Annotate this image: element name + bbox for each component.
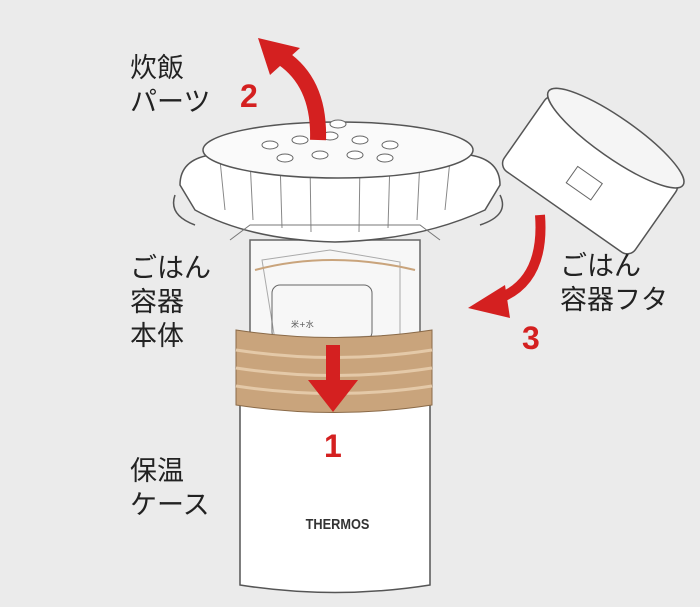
label-container-body: ごはん 容器 本体 — [130, 253, 211, 352]
fill-line-mark: 米+水 — [291, 320, 314, 329]
arrow-step-3 — [468, 214, 546, 318]
arrow-step-2 — [258, 38, 327, 141]
label-insulated-case: 保温 ケース — [130, 456, 210, 521]
label-container-lid: ごはん 容器フタ — [560, 251, 668, 316]
step-3-number: 3 — [522, 320, 540, 356]
step-2-number: 2 — [240, 78, 258, 114]
brand-logo: THERMOS — [305, 516, 370, 533]
label-rice-cooking-parts: 炊飯 パーツ — [130, 53, 211, 118]
step-1-number: 1 — [324, 428, 342, 464]
insulated-case — [239, 394, 431, 594]
rice-cooking-parts — [172, 119, 504, 243]
arrow-step-1 — [308, 345, 358, 412]
container-lid — [501, 87, 685, 255]
